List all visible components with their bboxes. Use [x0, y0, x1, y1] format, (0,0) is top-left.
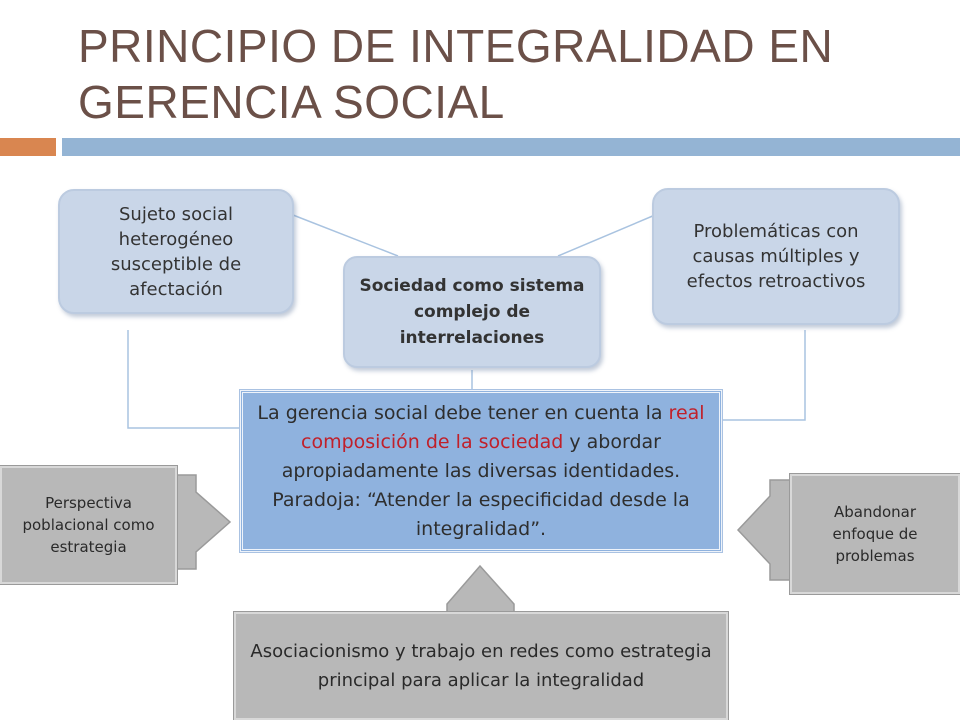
- central-text-part1: La gerencia social debe tener en cuenta …: [257, 401, 663, 424]
- node-asociacionismo: Asociacionismo y trabajo en redes como e…: [233, 611, 729, 720]
- central-text-part2: y abordar apropiadamente las diversas id…: [272, 430, 690, 540]
- central-text-highlight: real composición de la sociedad: [301, 401, 705, 453]
- accent-bar-blue: [62, 138, 960, 156]
- node-asociacionismo-text: Asociacionismo y trabajo en redes como e…: [250, 641, 712, 691]
- accent-bar-orange: [0, 138, 56, 156]
- right-arrow-shape: [176, 474, 232, 570]
- connector-problematicas-central: [722, 330, 806, 421]
- title-line-2: GERENCIA SOCIAL: [78, 76, 505, 128]
- node-sujeto-social: Sujeto social heterogéneo susceptible de…: [58, 189, 294, 314]
- node-abandonar-text: Abandonar enfoque de problemas: [832, 503, 918, 565]
- left-arrow-shape: [736, 479, 791, 581]
- node-perspectiva-text: Perspectiva poblacional como estrategia: [22, 494, 155, 556]
- connector-sujeto-sociedad: [292, 214, 399, 257]
- slide-title: PRINCIPIO DE INTEGRALIDAD EN GERENCIA SO…: [78, 18, 938, 130]
- title-line-1: PRINCIPIO DE INTEGRALIDAD EN: [78, 20, 834, 72]
- node-abandonar: Abandonar enfoque de problemas: [789, 473, 960, 595]
- connector-problematicas-sociedad: [557, 214, 656, 257]
- up-arrow-shape: [446, 564, 515, 613]
- node-sociedad-text: Sociedad como sistema complejo de interr…: [359, 276, 585, 348]
- node-perspectiva: Perspectiva poblacional como estrategia: [0, 465, 178, 585]
- node-central-text: La gerencia social debe tener en cuenta …: [253, 399, 709, 544]
- node-problematicas: Problemáticas con causas múltiples y efe…: [652, 188, 900, 325]
- node-problematicas-text: Problemáticas con causas múltiples y efe…: [686, 221, 866, 292]
- node-sujeto-social-text: Sujeto social heterogéneo susceptible de…: [110, 203, 242, 300]
- connector-sujeto-central: [127, 330, 240, 429]
- node-sociedad: Sociedad como sistema complejo de interr…: [343, 256, 601, 368]
- node-central-gerencia: La gerencia social debe tener en cuenta …: [239, 389, 723, 553]
